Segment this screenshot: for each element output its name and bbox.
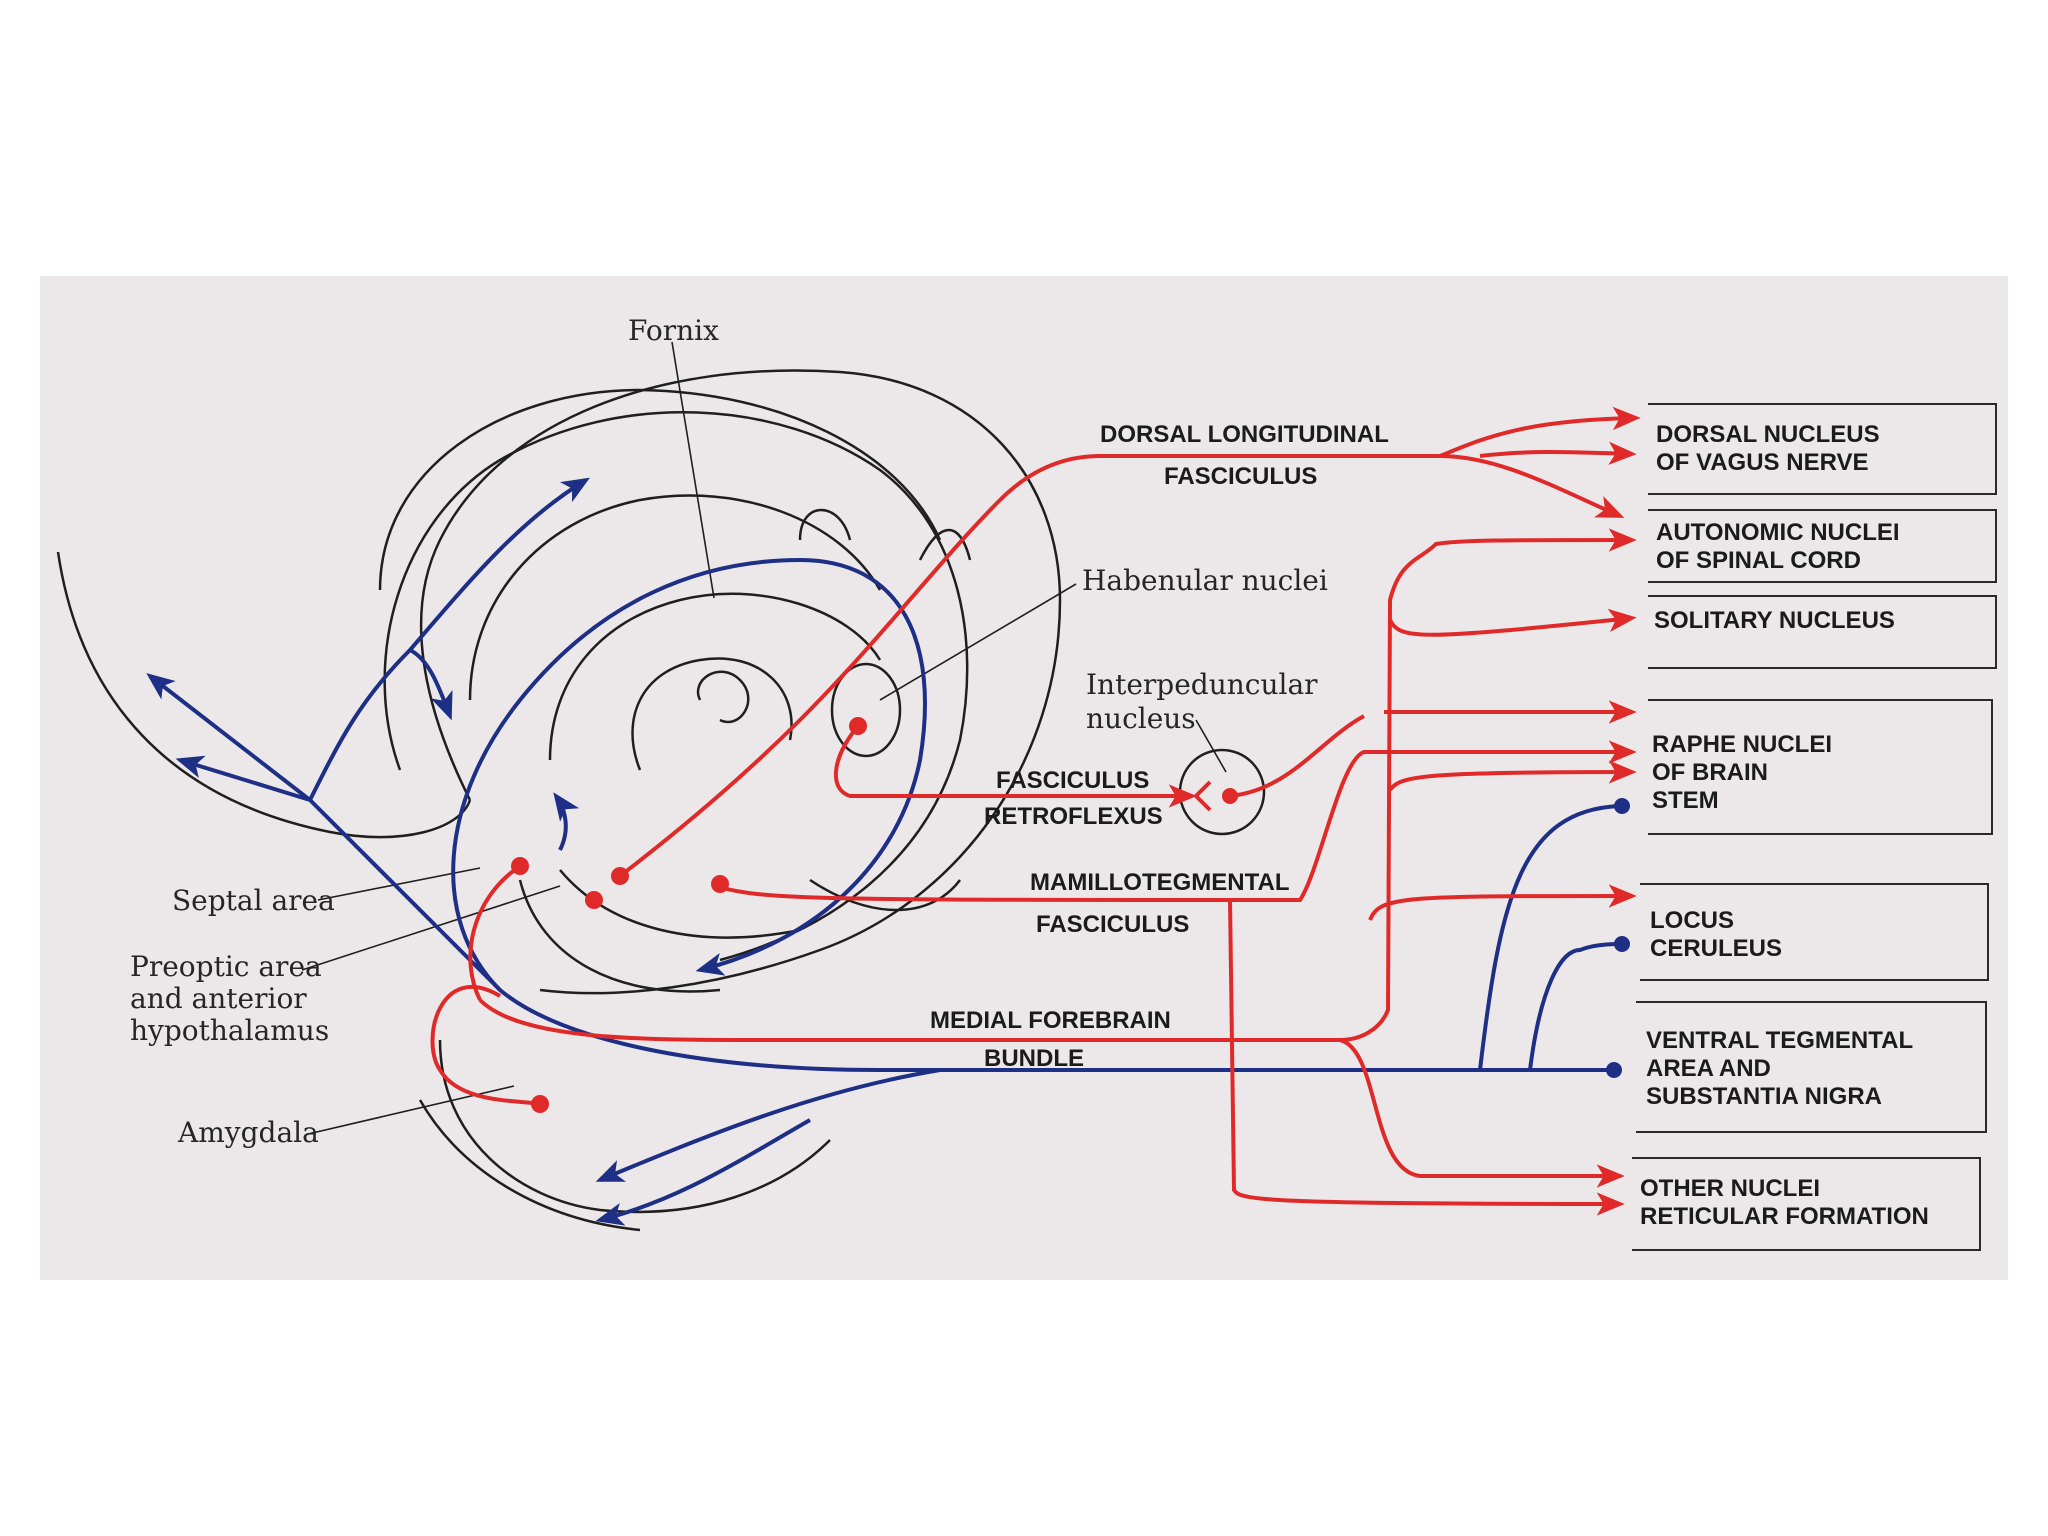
target-other-line1: OTHER NUCLEI (1640, 1175, 1820, 1202)
interpeduncular-label-line1: Interpeduncular (1086, 668, 1318, 701)
fasciculus-retroflexus-label-line2: RETROFLEXUS (984, 803, 1163, 830)
preoptic-label-line2: and anterior (130, 982, 307, 1015)
target-solitary-line1: SOLITARY NUCLEUS (1654, 607, 1895, 634)
target-vta-line3: SUBSTANTIA NIGRA (1646, 1083, 1882, 1110)
fasciculus-retroflexus-terminal (1193, 780, 1212, 812)
dorsal-longitudinal-label-line2: FASCICULUS (1164, 463, 1317, 490)
target-boxes (1632, 403, 1997, 1251)
blue-pathways (146, 477, 1621, 1226)
amygdala-label: Amygdala (177, 1116, 319, 1149)
target-vta-line1: VENTRAL TEGMENTAL (1646, 1027, 1913, 1054)
target-raphe-line1: RAPHE NUCLEI (1652, 731, 1832, 758)
preoptic-label-line3: hypothalamus (130, 1014, 329, 1047)
fasciculus-retroflexus-label-line1: FASCICULUS (996, 767, 1149, 794)
mamillotegmental-label-line1: MAMILLOTEGMENTAL (1030, 869, 1290, 896)
mamillotegmental-label-line2: FASCICULUS (1036, 911, 1189, 938)
paper-background (40, 276, 2008, 1280)
red-pathways (430, 406, 1641, 1216)
habenular-nuclei-label: Habenular nuclei (1082, 564, 1328, 597)
target-locus-line2: CERULEUS (1650, 935, 1782, 962)
target-autonomic-line1: AUTONOMIC NUCLEI (1656, 519, 1900, 546)
habenular-nuclei-outline (830, 662, 902, 758)
blue-endpoints (1606, 798, 1630, 1078)
septal-area-label: Septal area (172, 884, 335, 917)
medial-forebrain-label-line1: MEDIAL FOREBRAIN (930, 1007, 1171, 1034)
dorsal-longitudinal-label-line1: DORSAL LONGITUDINAL (1100, 421, 1389, 448)
target-other-line2: RETICULAR FORMATION (1640, 1203, 1929, 1230)
target-dorsal-vagus-line1: DORSAL NUCLEUS (1656, 421, 1880, 448)
target-vta-line2: AREA AND (1646, 1055, 1771, 1082)
target-dorsal-vagus-line2: OF VAGUS NERVE (1656, 449, 1868, 476)
fornix-label: Fornix (628, 314, 719, 347)
target-locus-line1: LOCUS (1650, 907, 1734, 934)
target-raphe-line3: STEM (1652, 787, 1719, 814)
interpeduncular-label-line2: nucleus (1086, 702, 1196, 735)
target-autonomic-line2: OF SPINAL CORD (1656, 547, 1861, 574)
target-raphe-line2: OF BRAIN (1652, 759, 1768, 786)
preoptic-label-line1: Preoptic area (130, 950, 322, 983)
red-cell-bodies (511, 717, 1238, 1113)
medial-forebrain-label-line2: BUNDLE (984, 1045, 1084, 1072)
